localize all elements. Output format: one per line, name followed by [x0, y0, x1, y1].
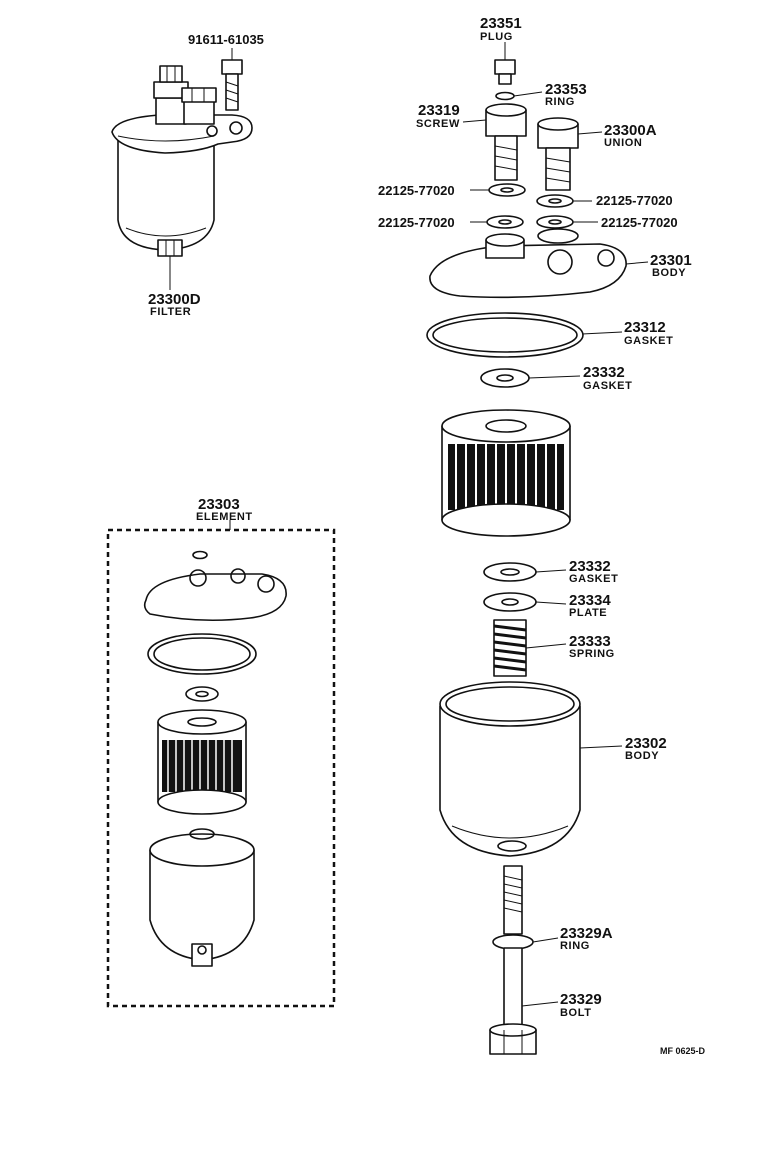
part-number-23300d: 23300D: [148, 291, 201, 308]
part-number-23301: 23301: [650, 252, 692, 269]
part-number-23303: 23303: [198, 496, 240, 513]
part-name-element: ELEMENT: [196, 511, 253, 523]
part-name-union: UNION: [604, 137, 642, 149]
part-number-23300a: 23300A: [604, 122, 657, 139]
part-number-23353: 23353: [545, 81, 587, 98]
part-name-plug: PLUG: [480, 31, 513, 43]
part-name-ring-23353: RING: [545, 96, 575, 108]
assembled-filter-drawing: [111, 59, 253, 257]
part-number-23312: 23312: [624, 319, 666, 336]
part-number-washer-3: 22125-77020: [378, 215, 455, 230]
part-number-23333: 23333: [569, 633, 611, 650]
part-name-spring: SPRING: [569, 648, 615, 660]
part-number-23351: 23351: [480, 15, 522, 32]
part-number-23329: 23329: [560, 991, 602, 1008]
part-number-washer-2: 22125-77020: [596, 193, 673, 208]
part-name-screw: SCREW: [416, 118, 460, 130]
part-name-bolt: BOLT: [560, 1007, 592, 1019]
part-name-body-23302: BODY: [625, 750, 659, 762]
part-number-23329a: 23329A: [560, 925, 613, 942]
part-name-plate: PLATE: [569, 607, 607, 619]
part-number-23334: 23334: [569, 592, 611, 609]
diagram-code: MF 0625-D: [660, 1046, 706, 1056]
part-number-91611-61035: 91611-61035: [188, 32, 264, 47]
part-number-23302: 23302: [625, 735, 667, 752]
exploded-stack-drawing: [426, 59, 627, 1055]
element-kit-drawing: [143, 550, 287, 967]
part-name-gasket-23312: GASKET: [624, 335, 673, 347]
part-number-23332-lower: 23332: [569, 558, 611, 575]
part-name-gasket-23332-lower: GASKET: [569, 573, 618, 585]
part-number-washer-4: 22125-77020: [601, 215, 678, 230]
part-number-23332-upper: 23332: [583, 364, 625, 381]
part-name-gasket-23332-upper: GASKET: [583, 380, 632, 392]
part-name-body-23301: BODY: [652, 267, 686, 279]
part-name-ring-23329a: RING: [560, 940, 590, 952]
part-number-washer-1: 22125-77020: [378, 183, 455, 198]
element-kit-boundary: [106, 528, 336, 1008]
part-number-23319: 23319: [418, 102, 460, 119]
part-name-filter: FILTER: [150, 306, 191, 318]
